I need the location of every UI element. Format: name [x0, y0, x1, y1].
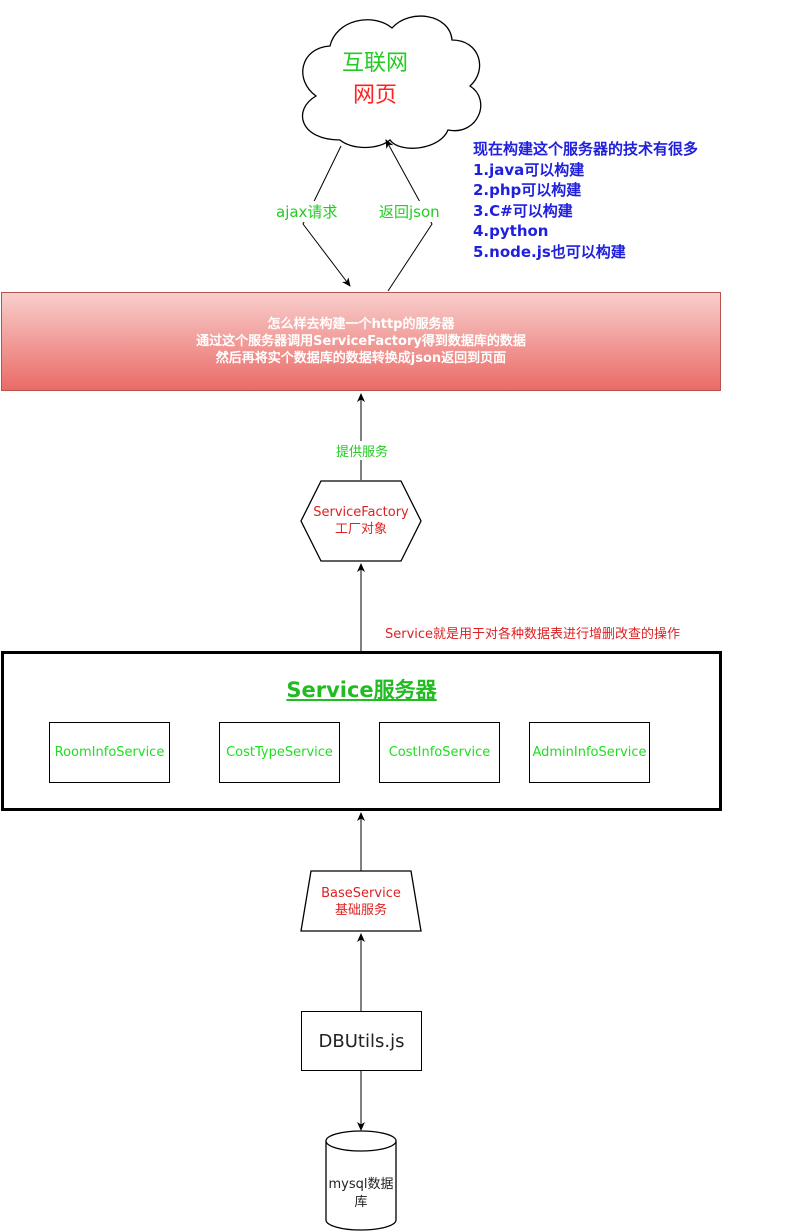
- service-box-costinfo[interactable]: CostInfoService: [379, 722, 500, 783]
- base-service-name: BaseService: [321, 886, 401, 901]
- mysql-cylinder[interactable]: [325, 1130, 397, 1231]
- tech-list-item: 4.python: [473, 222, 549, 240]
- service-box-room[interactable]: RoomInfoService: [49, 722, 170, 783]
- internet-text: 互联网: [341, 51, 408, 76]
- tech-list-title: 现在构建这个服务器的技术有很多: [473, 140, 699, 158]
- http-server-box[interactable]: 怎么样去构建一个http的服务器 通过这个服务器调用ServiceFactory…: [1, 292, 721, 391]
- tech-list-item: 2.php可以构建: [473, 181, 582, 199]
- tech-list-item: 1.java可以构建: [473, 160, 585, 179]
- cloud-shape[interactable]: [301, 15, 482, 149]
- tech-list-item: 5.node.js也可以构建: [473, 242, 626, 261]
- mysql-label: mysql数据 库: [326, 1172, 396, 1216]
- http-line: 然后再将实个数据库的数据转换成json返回到页面: [215, 351, 507, 366]
- dbutils-label: DBUtils.js: [318, 1030, 405, 1052]
- base-service-trapezoid[interactable]: [300, 870, 422, 932]
- service-factory-desc: 工厂对象: [334, 522, 387, 537]
- service-title-wrap: Service服务器: [4, 674, 719, 704]
- webpage-text: 网页: [352, 83, 397, 108]
- service-box-label: RoomInfoService: [54, 745, 165, 760]
- tech-list: 现在构建这个服务器的技术有很多 1.java可以构建 2.php可以构建 3.C…: [473, 139, 773, 262]
- base-service-label: BaseService 基础服务: [305, 882, 417, 922]
- http-line: 怎么样去构建一个http的服务器: [267, 317, 455, 332]
- dbutils-box[interactable]: DBUtils.js: [301, 1011, 422, 1071]
- service-note: Service就是用于对各种数据表进行增删改查的操作: [385, 627, 681, 642]
- service-box-label: CostInfoService: [388, 745, 491, 760]
- service-factory-hexagon[interactable]: [300, 480, 422, 562]
- service-factory-name: ServiceFactory: [313, 505, 409, 520]
- base-service-desc: 基础服务: [334, 903, 387, 918]
- return-label: 返回json: [377, 201, 442, 222]
- service-box-label: CostTypeService: [226, 745, 333, 760]
- ajax-connector: [302, 145, 351, 287]
- service-box-admin[interactable]: AdminInfoService: [529, 722, 650, 783]
- mysql-line1: mysql数据: [328, 1177, 394, 1192]
- service-factory-label: ServiceFactory 工厂对象: [305, 501, 417, 541]
- cloud-label: 互联网 网页: [320, 44, 430, 110]
- ajax-label: ajax请求: [274, 201, 340, 222]
- service-server-container[interactable]: Service服务器 RoomInfoService CostTypeServi…: [1, 651, 722, 811]
- service-box-label: AdminInfoService: [532, 745, 647, 760]
- tech-list-item: 3.C#可以构建: [473, 201, 573, 220]
- service-server-title: Service服务器: [286, 678, 437, 702]
- mysql-line2: 库: [354, 1195, 368, 1210]
- service-box-costtype[interactable]: CostTypeService: [219, 722, 340, 783]
- http-line: 通过这个服务器调用ServiceFactory得到数据库的数据: [196, 334, 526, 349]
- return-connector: [385, 139, 433, 292]
- provide-label: 提供服务: [334, 441, 391, 460]
